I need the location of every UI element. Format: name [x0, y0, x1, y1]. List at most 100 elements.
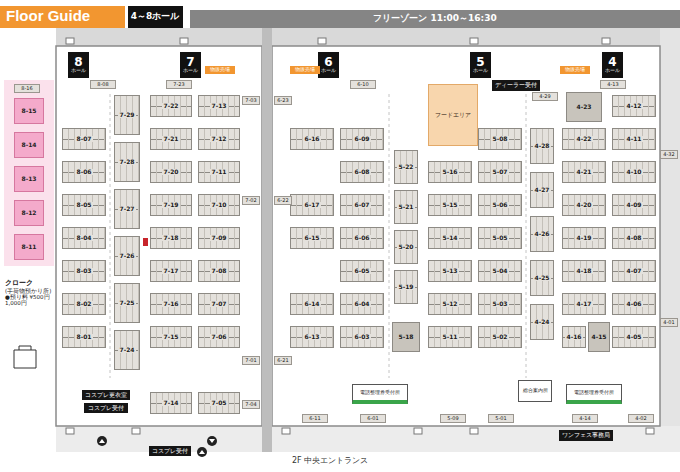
- booth-block: 4-23: [566, 92, 602, 122]
- node-text: 7-16: [162, 301, 179, 308]
- node-text: 4-25: [533, 275, 550, 282]
- booth-island: 7-12: [198, 128, 240, 150]
- node-text: 7-12: [210, 136, 227, 143]
- booth-island: 4-25: [530, 260, 554, 296]
- booth-island: 6-16: [290, 128, 334, 150]
- wall-booth: 7-02: [242, 196, 260, 205]
- booth-island: 7-13: [198, 95, 240, 117]
- node-text: 8-05: [75, 202, 92, 209]
- node-text: 5-18: [398, 334, 413, 341]
- node-text: 6-04: [353, 301, 370, 308]
- hall-number: 7ホール: [180, 52, 201, 78]
- node-text: 4-32: [663, 152, 674, 158]
- booth-island: 6-08: [340, 161, 384, 183]
- node-text: 4-15: [591, 334, 606, 341]
- booth-island: 7-05: [198, 392, 240, 414]
- hall-number: 8ホール: [68, 52, 89, 78]
- node-text: 5-16: [441, 169, 458, 176]
- node-text: 7-03: [245, 98, 256, 104]
- bag-icon: [14, 350, 36, 368]
- booth-island: 5-20: [394, 230, 418, 264]
- booth-island: 5-22: [394, 150, 418, 184]
- booth-island: 4-18: [562, 260, 606, 282]
- info-sign: コスプレ更衣室: [82, 390, 130, 400]
- node-text: 5: [476, 56, 484, 68]
- node-text: 5-09: [447, 416, 458, 422]
- exit-marks: [66, 38, 654, 434]
- node-text: 7-27: [118, 206, 135, 213]
- booth-island: 6-09: [340, 128, 384, 150]
- node-text: ディーラー受付: [495, 82, 537, 88]
- node-text: 4-19: [575, 235, 592, 242]
- node-text: 5-06: [491, 202, 508, 209]
- booth-island: 7-10: [198, 194, 240, 216]
- booth-island: 5-04: [478, 260, 522, 282]
- booth-island: 8-13: [14, 166, 44, 192]
- booth-island: 6-05: [340, 260, 384, 282]
- node-text: 4-08: [625, 235, 642, 242]
- node-text: 7: [186, 56, 194, 68]
- node-text: 4-12: [625, 103, 642, 110]
- node-text: 6-14: [303, 301, 320, 308]
- booth-island: 4-07: [612, 260, 656, 282]
- node-text: 物販売場: [295, 67, 315, 73]
- node-text: ワンフェス事務局: [562, 432, 610, 438]
- booth-island: 6-15: [290, 227, 334, 249]
- node-text: 4-24: [533, 319, 550, 326]
- bag-icon: [19, 346, 31, 350]
- wall-booth: 4-32: [660, 150, 678, 159]
- booth-island: 4-22: [562, 128, 606, 150]
- node-text: 4-06: [625, 301, 642, 308]
- node-text: 5-12: [441, 301, 458, 308]
- node-text: 6-09: [353, 136, 370, 143]
- node-text: ホール: [183, 68, 198, 74]
- booth-island: 7-14: [150, 392, 192, 414]
- node-text: 6-16: [303, 136, 320, 143]
- node-text: 7-23: [173, 82, 184, 88]
- booth-island: 8-06: [62, 161, 106, 183]
- booth-island: 7-22: [150, 95, 192, 117]
- wall-booth: 7-03: [242, 96, 260, 105]
- node-text: 4-02: [635, 416, 646, 422]
- booth-island: 7-25: [114, 283, 140, 323]
- node-text: 7-02: [245, 198, 256, 204]
- booth-island: 5-12: [428, 293, 472, 315]
- booth-island: 5-19: [394, 270, 418, 304]
- node-text: 6: [324, 56, 332, 68]
- node-text: 7-26: [118, 253, 135, 260]
- node-text: 7-24: [118, 347, 135, 354]
- node-text: 6-15: [303, 235, 320, 242]
- wall-booth: 4-13: [600, 80, 626, 89]
- node-text: 7-25: [118, 300, 135, 307]
- node-text: 4-05: [625, 334, 642, 341]
- info-desk: 総合案内所: [518, 380, 552, 402]
- booth-island: 5-03: [478, 293, 522, 315]
- node-text: 物販売場: [565, 67, 585, 73]
- wall-booth: 7-04: [242, 400, 260, 409]
- booth-island: 7-20: [150, 161, 192, 183]
- node-text: 4: [608, 56, 616, 68]
- node-text: 7-05: [210, 400, 227, 407]
- booth-island: 5-15: [428, 194, 472, 216]
- node-text: 6-11: [309, 416, 320, 422]
- node-text: ホール: [473, 68, 488, 74]
- booth-island: 7-29: [114, 95, 140, 135]
- booth-island: 7-06: [198, 326, 240, 348]
- top-corridor: [56, 28, 680, 46]
- booth-island: 8-05: [62, 194, 106, 216]
- node-text: 物販売場: [210, 67, 230, 73]
- hall-range-tag: 4～8ホール: [128, 6, 183, 28]
- booth-island: 8-01: [62, 326, 106, 348]
- booth-island: 4-21: [562, 161, 606, 183]
- booth-island: 7-21: [150, 128, 192, 150]
- node-text: 7-22: [162, 103, 179, 110]
- booth-island: 7-28: [114, 142, 140, 182]
- booth-island: 4-27: [530, 172, 554, 208]
- node-text: 7-07: [210, 301, 227, 308]
- booth-island: 7-07: [198, 293, 240, 315]
- booth-island: 7-18: [150, 227, 192, 249]
- food-area: フードエリア: [428, 84, 478, 146]
- node-text: 7-06: [210, 334, 227, 341]
- node-text: 7-17: [162, 268, 179, 275]
